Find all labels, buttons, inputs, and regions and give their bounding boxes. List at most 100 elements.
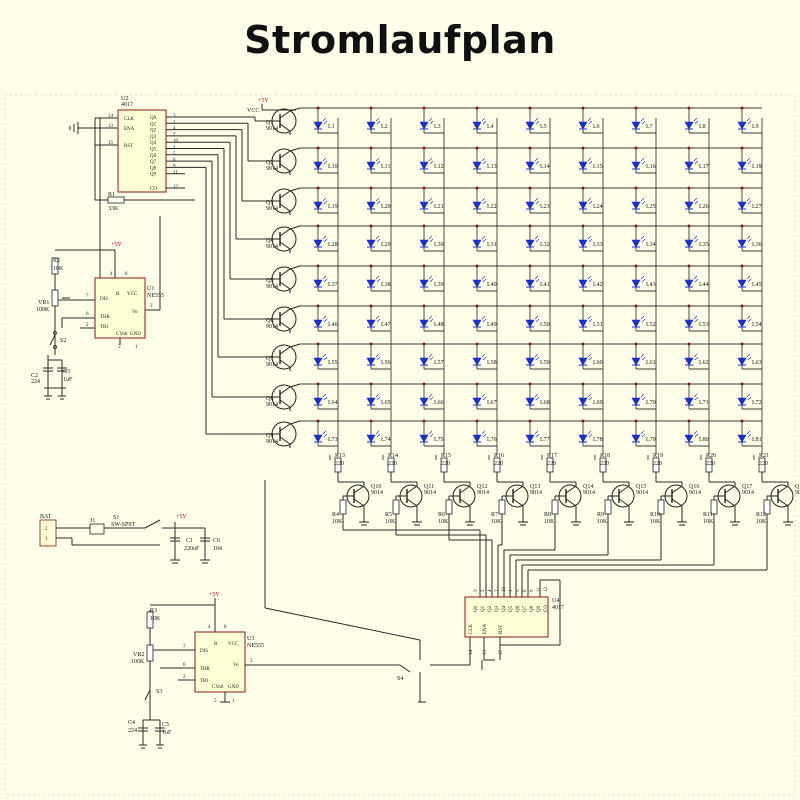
u1-pin-label: THR <box>100 315 111 320</box>
transistor-name: Q4 <box>266 238 273 244</box>
led-label: L5 <box>540 124 547 130</box>
led-label: L7 <box>646 124 653 130</box>
u3-pin-num: 3 <box>250 659 253 664</box>
c2-name: C2 <box>31 373 38 379</box>
resistor-name: R21 <box>759 453 769 459</box>
led-l2: L2 <box>366 108 391 134</box>
u1-pin-label: DIS <box>100 297 108 302</box>
u2-output-label: Q7 <box>150 160 157 165</box>
transistor-name: Q3 <box>266 200 273 206</box>
led-label: L56 <box>381 360 391 366</box>
u2-name: U2 <box>121 96 128 102</box>
led-l72: L72 <box>737 384 762 410</box>
led-l64: L64 <box>313 384 338 410</box>
resistor-value: 220 <box>759 461 768 467</box>
transistor-part: 9014 <box>477 490 489 496</box>
u3-pin-label: TRI <box>200 679 208 684</box>
u1-pin-num: 4 <box>110 272 113 277</box>
u1-pin-num: 1 <box>135 345 138 350</box>
u4-output-label: CO <box>544 605 549 612</box>
led-l21: L21 <box>419 188 444 214</box>
u1-pin-label: CVolt <box>116 332 128 337</box>
resistor-name: R8 <box>544 512 551 518</box>
led-l80: L80 <box>684 421 709 447</box>
resistor-name: R20 <box>706 453 716 459</box>
u4-output-label: Q7 <box>523 605 528 612</box>
led-label: L53 <box>699 322 709 328</box>
resistor-value: 220 <box>547 461 556 467</box>
led-label: L69 <box>593 400 603 406</box>
led-l25: L25 <box>631 188 656 214</box>
led-label: L78 <box>593 437 603 443</box>
c5-value: 1uF <box>162 730 172 736</box>
s4-name: S4 <box>397 676 403 682</box>
led-label: L76 <box>487 437 497 443</box>
u4-output-label: Q8 <box>530 605 535 612</box>
led-l49: L49 <box>472 306 497 332</box>
led-l14: L14 <box>525 148 550 174</box>
u3-pin-label: Vo <box>233 663 239 668</box>
led-label: L71 <box>699 400 709 406</box>
led-l37: L37 <box>313 266 338 292</box>
vr1-value: 100K <box>36 307 50 313</box>
resistor-name: R9 <box>597 512 604 518</box>
u4-part: 4017 <box>552 605 564 611</box>
led-label: L16 <box>646 164 656 170</box>
transistor-part: 9014 <box>266 166 278 172</box>
led-label: L42 <box>593 282 603 288</box>
led-label: L75 <box>434 437 444 443</box>
led-label: L19 <box>328 204 338 210</box>
resistor-value: 220 <box>441 461 450 467</box>
u2-part: 4017 <box>121 102 133 108</box>
j1-name: J1 <box>90 518 95 524</box>
led-label: L3 <box>434 124 441 130</box>
u2-output-label: Q1 <box>150 122 157 127</box>
transistor-part: 9014 <box>371 490 383 496</box>
led-label: L73 <box>328 437 338 443</box>
resistor-value: 10K <box>491 519 502 525</box>
led-label: L58 <box>487 360 497 366</box>
resistor-name: R5 <box>385 512 392 518</box>
transistor-part: 9014 <box>266 284 278 290</box>
u3-name: U3 <box>247 636 254 642</box>
resistor-name: R18 <box>600 453 610 459</box>
led-l42: L42 <box>578 266 603 292</box>
resistor-name: R12 <box>756 512 766 518</box>
led-label: L34 <box>646 242 656 248</box>
u3-pin-num: 7 <box>183 645 186 650</box>
transistor-name: Q9 <box>266 433 273 439</box>
u2-output-label: Q4 <box>150 141 157 146</box>
vr2-name: VR2 <box>133 652 144 658</box>
led-l54: L54 <box>737 306 762 332</box>
u3-pin-label: R <box>214 642 218 647</box>
led-l58: L58 <box>472 344 497 370</box>
led-l12: L12 <box>419 148 444 174</box>
led-l61: L61 <box>631 344 656 370</box>
plus5-label-power: +5V <box>176 514 187 520</box>
u4-output-pin: 10 <box>502 587 507 593</box>
led-label: L66 <box>434 400 444 406</box>
u4-output-label: Q6 <box>516 605 521 612</box>
led-l9: L9 <box>737 108 762 134</box>
u2-output-label: Q5 <box>150 148 157 153</box>
resistor-value: 220 <box>600 461 609 467</box>
led-l6: L6 <box>578 108 603 134</box>
transistor-part: 9014 <box>266 126 278 132</box>
s2-name: S2 <box>60 338 66 344</box>
u1-pin-label: VCC <box>127 292 138 297</box>
led-l28: L28 <box>313 226 338 252</box>
led-l27: L27 <box>737 188 762 214</box>
led-label: L54 <box>752 322 762 328</box>
c4-value: 224 <box>128 728 137 734</box>
u3-pin-label: GND <box>228 685 239 690</box>
plus5-label-u3: +5V <box>209 592 220 598</box>
u3-part: NE555 <box>247 643 264 649</box>
